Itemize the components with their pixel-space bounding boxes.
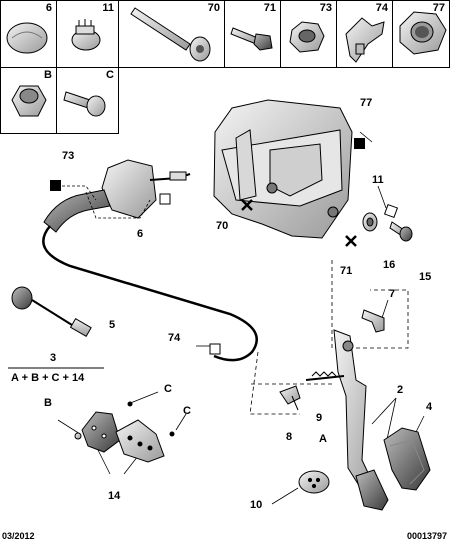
pin-8 (279, 385, 301, 411)
washer-16 (362, 212, 378, 232)
cell-number: 71 (263, 2, 276, 14)
clutch-pedal-arm (333, 329, 389, 511)
master-cylinder (43, 159, 191, 233)
marker-77 (354, 138, 365, 149)
label-7: 7 (389, 288, 396, 300)
buffer-icon (71, 19, 101, 51)
label-73: 73 (62, 150, 75, 162)
cell-number: B (44, 69, 52, 81)
cross-71 (345, 235, 357, 247)
marker-73 (50, 180, 61, 191)
cell-number: 6 (45, 2, 52, 14)
cell-number: 77 (432, 2, 445, 14)
label-9: 9 (316, 412, 323, 424)
label-74: 74 (168, 332, 181, 344)
label-4: 4 (426, 401, 433, 413)
flange-nut-icon (289, 21, 325, 53)
bolt-15 (389, 221, 413, 242)
cell-number: 11 (102, 2, 114, 14)
label-C-upper: C (164, 383, 172, 395)
label-10: 10 (250, 499, 263, 511)
leader-lines (57, 131, 425, 505)
label-70: 70 (216, 220, 229, 232)
cell-number: 74 (375, 2, 388, 14)
clip-7 (361, 309, 385, 333)
cell-number: 70 (207, 2, 220, 14)
pedal-pad-4 (383, 427, 431, 491)
label-14: 14 (108, 490, 121, 502)
label-2: 2 (397, 384, 404, 396)
cable-end (11, 286, 92, 338)
marker-74 (209, 343, 221, 355)
label-5: 5 (109, 319, 116, 331)
footer-ref: 00013797 (406, 531, 447, 541)
label-15: 15 (419, 271, 432, 283)
screw-c-icon (63, 91, 106, 117)
cross-70 (241, 199, 253, 211)
cell-number: C (106, 69, 114, 81)
return-spring (305, 371, 345, 381)
nut-b-icon (11, 85, 47, 117)
cell-number: 73 (319, 2, 332, 14)
large-nut-icon (399, 11, 447, 55)
pedal-pads-14 (74, 401, 175, 463)
label-77: 77 (360, 97, 373, 109)
clip-icon (345, 17, 385, 63)
long-bolt-icon (130, 7, 211, 62)
pedal-bracket (213, 99, 353, 239)
label-B: B (44, 397, 52, 409)
label-3: 3 (50, 352, 57, 364)
marker-6 (159, 193, 171, 205)
label-A: A (319, 433, 327, 445)
label-71: 71 (340, 265, 353, 277)
label-11: 11 (372, 174, 384, 186)
marker-11 (383, 203, 399, 219)
formula-label: A + B + C + 14 (11, 372, 85, 384)
grommet-icon (6, 22, 48, 54)
label-8: 8 (286, 431, 293, 443)
clutch-cable (42, 225, 258, 362)
short-bolt-icon (230, 27, 273, 51)
stop-10 (298, 470, 330, 494)
label-6: 6 (137, 228, 144, 240)
label-C-lower: C (183, 405, 191, 417)
footer-date: 03/2012 (2, 531, 35, 541)
label-16: 16 (383, 259, 396, 271)
